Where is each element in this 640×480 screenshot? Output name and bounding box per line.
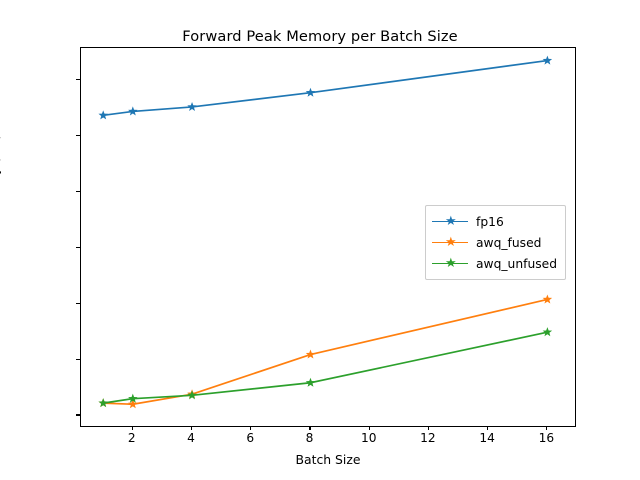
legend-item-awq_fused[interactable]: ★ awq_fused [432,232,557,253]
plot-area [80,47,576,427]
x-tick-mark [309,426,311,430]
legend-label: awq_fused [476,235,542,250]
data-point-marker [128,393,138,403]
x-tick-label: 6 [246,431,255,445]
y-axis-label: Forward Peak Memory (MB) [0,30,2,410]
legend-swatch-icon: ★ [432,255,468,271]
data-point-marker [128,106,138,116]
y-tick-mark [76,79,80,81]
data-point-marker [542,55,553,65]
y-tick-mark [76,246,80,248]
chart-legend: ★ fp16 ★ awq_fused ★ awq_unfused [425,205,567,280]
x-axis-label: Batch Size [295,452,361,467]
legend-swatch-icon: ★ [432,213,468,229]
x-tick-label: 4 [187,431,195,445]
legend-line [432,220,468,223]
y-tick-mark [76,414,80,416]
legend-swatch-icon: ★ [432,234,468,250]
data-point-marker [305,377,316,387]
legend-star-icon: ★ [445,213,457,229]
series-line-awq_fused [103,298,548,406]
series-awq_fused [98,294,553,409]
data-point-marker [98,110,108,120]
legend-item-fp16[interactable]: ★ fp16 [432,211,557,232]
x-tick-label: 8 [305,431,314,445]
x-tick-mark [546,426,548,430]
x-tick-label: 16 [538,431,555,445]
series-line-fp16 [103,59,548,117]
chart-title: Forward Peak Memory per Batch Size [182,28,458,45]
x-tick-mark [487,426,489,430]
y-tick-mark [76,302,80,304]
data-point-marker [305,349,316,359]
x-tick-mark [250,426,252,430]
legend-label: fp16 [476,214,504,229]
x-tick-label: 14 [479,431,495,445]
x-tick-label: 2 [127,431,136,445]
y-tick-mark [76,135,80,137]
legend-star-icon: ★ [445,234,457,250]
x-tick-mark [427,426,430,430]
legend-star-icon: ★ [445,255,457,271]
data-point-marker [542,327,553,337]
x-tick-label: 12 [420,431,436,445]
data-point-marker [542,294,553,304]
legend-line [432,241,468,244]
x-tick-mark [368,426,370,430]
y-tick-mark [76,358,80,360]
data-point-marker [128,399,138,409]
y-tick-mark [76,190,80,192]
series-line-awq_unfused [103,331,548,404]
x-tick-mark [131,426,133,430]
legend-label: awq_unfused [476,256,558,271]
data-point-marker [187,101,197,111]
data-point-marker [305,87,316,97]
data-point-marker [187,390,197,400]
legend-line [432,262,468,265]
x-tick-label: 10 [360,431,377,445]
x-tick-mark [191,426,193,430]
series-awq_unfused [98,327,553,408]
series-fp16 [98,55,553,120]
series-lines [98,55,553,409]
legend-item-awq_unfused[interactable]: ★ awq_unfused [432,253,557,274]
data-point-marker [98,398,108,408]
